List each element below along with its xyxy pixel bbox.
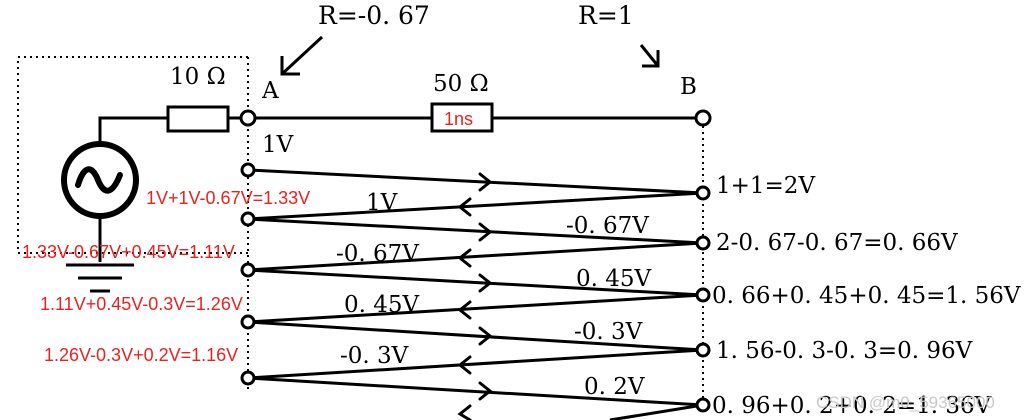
end-b-terminals [695, 185, 711, 413]
wave-segment [247, 293, 704, 324]
line-impedance-label: 50 Ω [433, 71, 489, 97]
arrow-left-icon [457, 404, 472, 420]
wave-segment [247, 376, 704, 407]
arrow-right-icon [478, 326, 493, 346]
ac-source-icon [61, 141, 139, 219]
incident-wave-label: 1V [262, 132, 294, 158]
node-a-label: A [261, 78, 279, 104]
wave-segment [247, 217, 704, 245]
source-resistor [166, 105, 230, 133]
node-b-label: B [680, 74, 697, 100]
end-b-voltage: 1+1=2V [716, 173, 815, 199]
end-b-voltage: 2-0. 67-0. 67=0. 66V [716, 230, 958, 256]
reflected-wave-label: -0. 3V [574, 319, 643, 345]
arrow-left-icon [457, 197, 472, 217]
wave-segment [247, 168, 704, 195]
source-wire-top [98, 116, 168, 148]
node-a-terminal [239, 109, 257, 127]
reflected-wave-label: -0. 67V [566, 213, 649, 239]
end-a-voltage-annotation: 1.11V+0.45V-0.3V=1.26V [40, 294, 243, 314]
source-enclosure [17, 56, 248, 254]
arrow-left-icon [457, 248, 472, 268]
end-b-voltage: 0. 96+0. 2+0. 2=1. 36V [712, 393, 992, 419]
pointer-arrow-a [280, 35, 324, 76]
end-b-voltage: 1. 56-0. 3-0. 3=0. 96V [716, 338, 973, 364]
delay-label: 1ns [444, 109, 473, 129]
reflected-wave-label: 0. 2V [584, 374, 645, 400]
ground-icon [66, 263, 134, 293]
direction-arrows [457, 172, 493, 420]
incident-wave-label: -0. 67V [336, 241, 419, 267]
end-a-voltage-annotation: 1V+1V-0.67V=1.33V [146, 188, 310, 208]
source-resistor-label: 10 Ω [170, 64, 226, 90]
reflection-a-label: R=-0. 67 [318, 1, 430, 30]
incident-wave-label: 0. 45V [344, 292, 420, 318]
incident-wave-label: 1V [366, 190, 398, 216]
arrow-left-icon [457, 355, 472, 375]
wave-segment [609, 403, 704, 420]
reflection-b-label: R=1 [578, 1, 634, 30]
node-b-terminal [694, 109, 712, 127]
end-a-voltage-annotation: 1.33V-0.67V+0.45V=1.11V [22, 242, 235, 262]
reflected-wave-label: 0. 45V [576, 266, 652, 292]
wave-segment [247, 241, 704, 272]
watermark: CSDN @m0_59365000 [816, 393, 995, 412]
wave-segment [247, 191, 704, 221]
wave-segment [247, 320, 704, 352]
arrow-right-icon [478, 273, 493, 293]
bounce-lines [247, 168, 704, 420]
arrow-right-icon [478, 222, 493, 242]
wave-segment [247, 348, 704, 380]
end-a-voltage-annotation: 1.26V-0.3V+0.2V=1.16V [44, 345, 238, 365]
wave-segment [247, 268, 704, 297]
incident-wave-label: -0. 3V [340, 343, 409, 369]
pointer-arrow-b [639, 44, 660, 68]
arrow-right-icon [478, 381, 493, 401]
arrow-right-icon [478, 172, 493, 192]
arrow-left-icon [457, 300, 472, 320]
end-b-voltage: 0. 66+0. 45+0. 45=1. 56V [712, 283, 1021, 309]
end-a-terminals [240, 162, 256, 386]
